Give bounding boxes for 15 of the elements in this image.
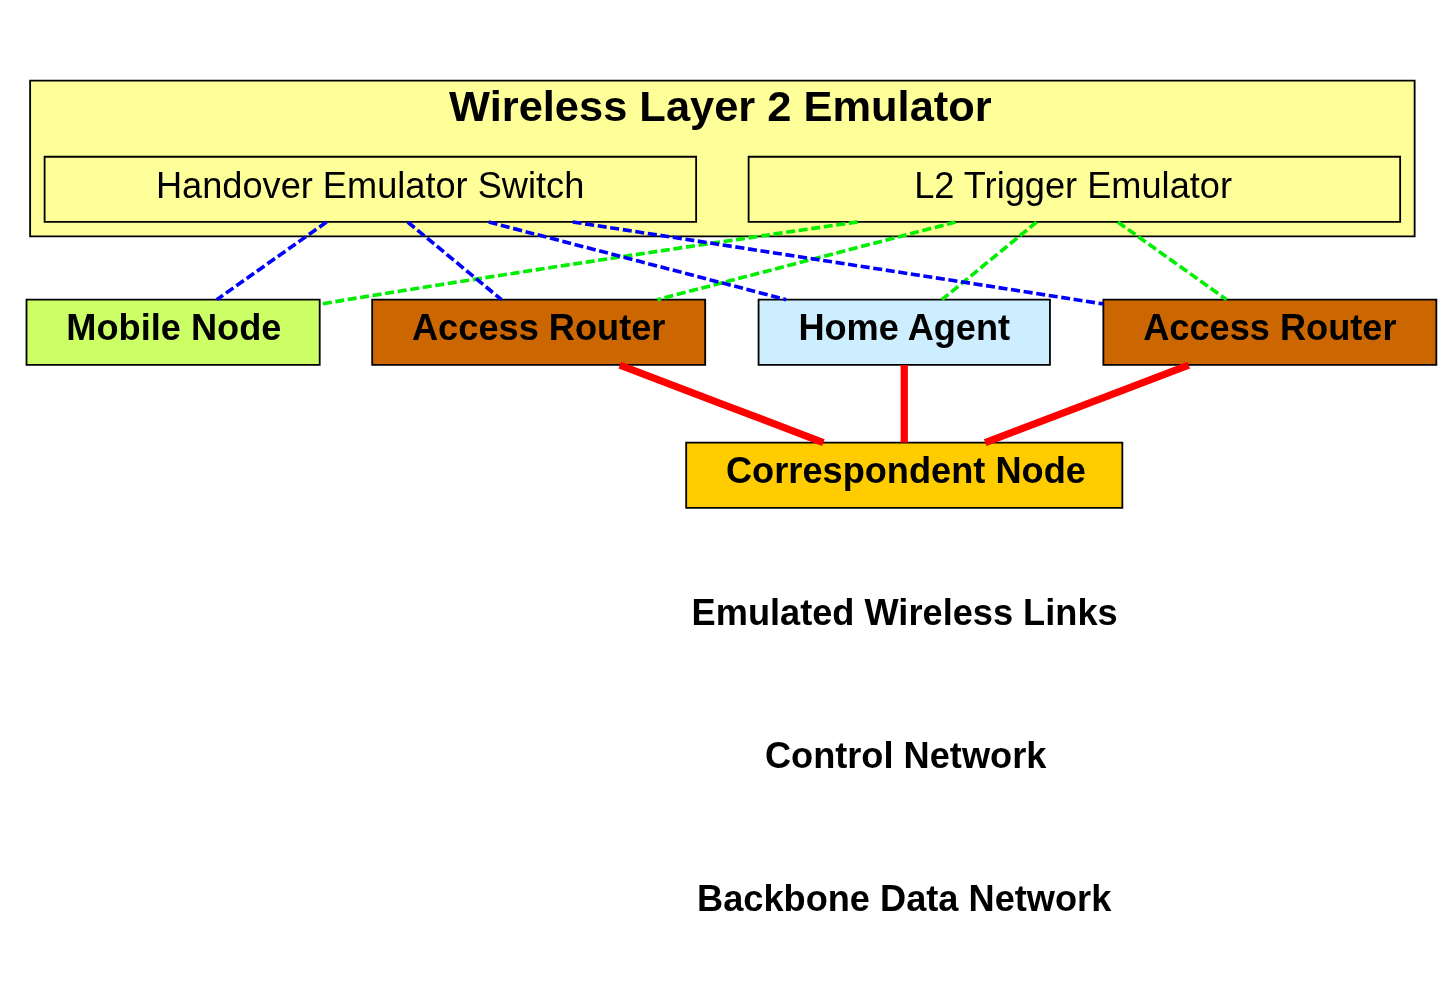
connector	[572, 220, 1104, 306]
connector	[618, 361, 825, 446]
legend-label: Emulated Wireless Links	[691, 592, 1118, 634]
connector	[900, 365, 908, 443]
node-box: L2 Trigger Emulator	[747, 155, 1402, 223]
node-box: Access Router	[371, 298, 707, 366]
connector	[406, 220, 503, 302]
node-box: Handover Emulator Switch	[43, 155, 698, 223]
legend-label: Backbone Data Network	[697, 878, 1112, 920]
node-box: Home Agent	[757, 298, 1051, 366]
node-box: Correspondent Node	[685, 441, 1124, 509]
node-box: Mobile Node	[25, 298, 321, 366]
connector	[983, 361, 1190, 446]
legend-label: Control Network	[764, 735, 1047, 777]
node-box: Access Router	[1102, 298, 1438, 366]
